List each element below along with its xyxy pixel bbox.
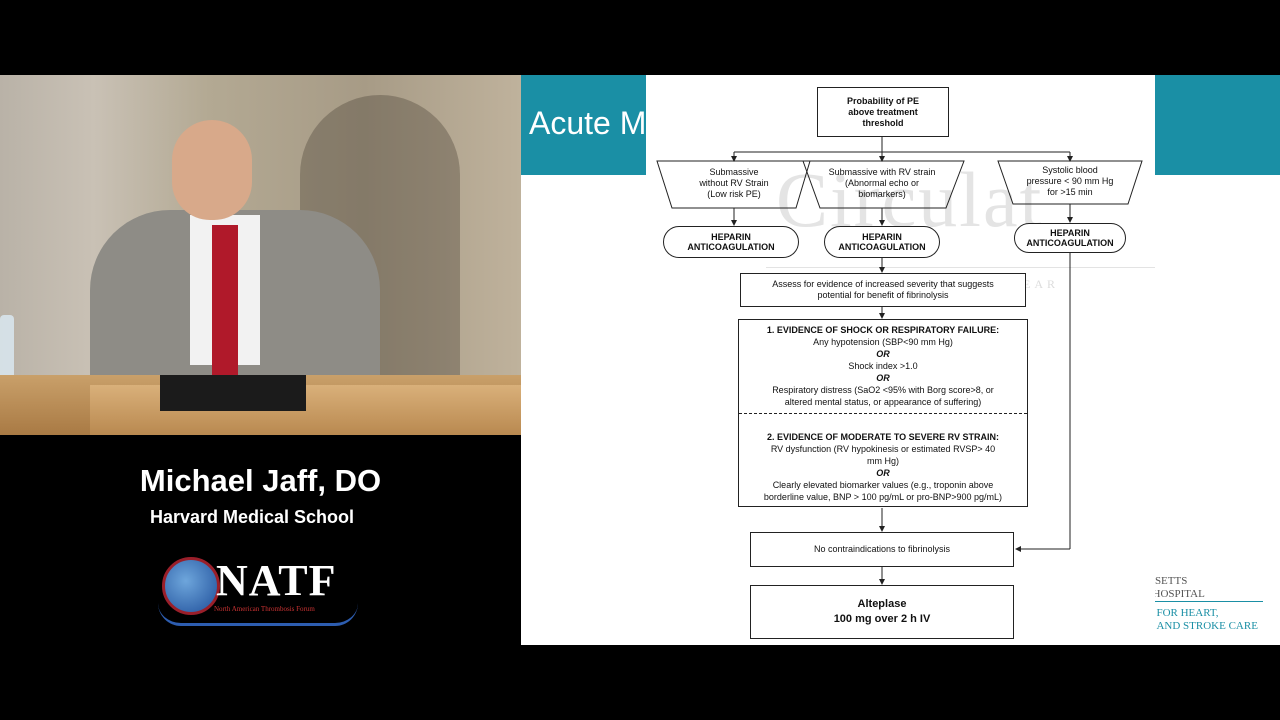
rv-strain-heading: 2. EVIDENCE OF MODERATE TO SEVERE RV STR… <box>766 432 1000 442</box>
shock-or-2: OR <box>876 373 890 383</box>
branch-hypotension: Systolic blood pressure < 90 mm Hg for >… <box>1008 165 1132 198</box>
shock-or-1: OR <box>876 349 890 359</box>
video-frame: Michael Jaff, DO Harvard Medical School … <box>0 75 1280 645</box>
heparin-center-line-2: ANTICOAGULATION <box>838 242 926 252</box>
branch-hypotension-line-1: Systolic blood <box>1042 165 1098 175</box>
branch-hypotension-line-3: for >15 min <box>1047 187 1093 197</box>
speaker-name: Michael Jaff, DO <box>139 463 382 498</box>
flowchart: Circulat RICAN HEAR <box>646 75 1155 645</box>
heparin-box-right: HEPARIN ANTICOAGULATION <box>1014 223 1126 253</box>
lower-third: Michael Jaff, DO Harvard Medical School … <box>0 435 521 645</box>
slide-title: Acute M <box>529 105 647 141</box>
heparin-left-line-2: ANTICOAGULATION <box>687 242 775 252</box>
evidence-section-shock: 1. EVIDENCE OF SHOCK OR RESPIRATORY FAIL… <box>739 324 1027 408</box>
evidence-section-rv-strain: 2. EVIDENCE OF MODERATE TO SEVERE RV STR… <box>739 431 1027 503</box>
probability-box: Probability of PE above treatment thresh… <box>817 87 949 137</box>
logo-swoosh <box>158 603 358 626</box>
logo-subtext: North American Thrombosis Forum <box>214 605 315 613</box>
branch-hypotension-line-2: pressure < 90 mm Hg <box>1026 176 1114 186</box>
rv-strain-line-4: borderline value, BNP > 100 pg/mL or pro… <box>763 492 1003 502</box>
shock-line-3: Respiratory distress (SaO2 <95% with Bor… <box>772 385 994 395</box>
evidence-divider <box>739 413 1027 414</box>
assess-line-1: Assess for evidence of increased severit… <box>772 279 994 289</box>
rv-strain-or-1: OR <box>876 468 890 478</box>
speaker-camera-view <box>0 75 521 435</box>
branch-low-risk-line-1: Submassive <box>709 167 759 177</box>
presentation-slide: Acute M USETTS . HOSPITAL E FOR HEART, R… <box>521 75 1280 645</box>
branch-rv-strain-line-3: biomarkers) <box>858 189 906 199</box>
heparin-right-line-2: ANTICOAGULATION <box>1026 238 1114 248</box>
no-contraindications-text: No contraindications to fibrinolysis <box>813 544 951 554</box>
branch-rv-strain-line-1: Submassive with RV strain <box>828 167 936 177</box>
rv-strain-line-2: mm Hg) <box>867 456 899 466</box>
no-contraindications-box: No contraindications to fibrinolysis <box>750 532 1014 567</box>
shock-line-1: Any hypotension (SBP<90 mm Hg) <box>813 337 953 347</box>
branch-low-risk-line-3: (Low risk PE) <box>707 189 761 199</box>
flowchart-connectors <box>656 136 1143 585</box>
branch-low-risk: Submassive without RV Strain (Low risk P… <box>672 167 796 200</box>
logo-text: NATF <box>216 556 337 605</box>
natf-logo: NATF North American Thrombosis Forum <box>158 553 368 628</box>
laptop <box>160 375 306 411</box>
probability-line-3: threshold <box>862 117 904 128</box>
speaker-affiliation: Harvard Medical School <box>149 507 355 527</box>
rv-strain-line-1: RV dysfunction (RV hypokinesis or estima… <box>770 444 996 454</box>
speaker-tie <box>212 225 238 385</box>
probability-line-2: above treatment <box>848 106 918 117</box>
branch-low-risk-line-2: without RV Strain <box>699 178 769 188</box>
brand-line-2: . HOSPITAL <box>1147 588 1205 600</box>
shock-line-2: Shock index >1.0 <box>848 361 918 371</box>
brand-divider <box>1147 601 1263 602</box>
assess-line-2: potential for benefit of fibrinolysis <box>817 290 949 300</box>
alteplase-box: Alteplase 100 mg over 2 h IV <box>750 585 1014 639</box>
watermark-divider <box>766 267 1155 268</box>
assess-box: Assess for evidence of increased severit… <box>740 273 1026 307</box>
brand-line-1: USETTS <box>1147 575 1188 587</box>
brand-line-4: R AND STROKE CARE <box>1147 620 1258 632</box>
shock-line-4: altered mental status, or appearance of … <box>784 397 982 407</box>
shock-heading: 1. EVIDENCE OF SHOCK OR RESPIRATORY FAIL… <box>766 325 1000 335</box>
probability-line-1: Probability of PE <box>846 95 919 106</box>
branch-rv-strain-line-2: (Abnormal echo or <box>844 178 920 188</box>
water-bottle <box>0 315 14 385</box>
heparin-box-center: HEPARIN ANTICOAGULATION <box>824 226 940 258</box>
heparin-left-line-1: HEPARIN <box>711 232 751 242</box>
heparin-right-line-1: HEPARIN <box>1050 228 1090 238</box>
alteplase-line-1: Alteplase <box>857 598 907 610</box>
brand-line-3: E FOR HEART, <box>1147 607 1219 619</box>
alteplase-line-2: 100 mg over 2 h IV <box>833 613 931 625</box>
evidence-box: 1. EVIDENCE OF SHOCK OR RESPIRATORY FAIL… <box>738 319 1028 507</box>
heparin-center-line-1: HEPARIN <box>862 232 902 242</box>
hospital-brand: USETTS . HOSPITAL E FOR HEART, R AND STR… <box>1147 575 1258 633</box>
speaker-head <box>172 120 252 220</box>
branch-rv-strain: Submassive with RV strain (Abnormal echo… <box>814 167 950 200</box>
rv-strain-line-3: Clearly elevated biomarker values (e.g.,… <box>772 480 994 490</box>
heparin-box-left: HEPARIN ANTICOAGULATION <box>663 226 799 258</box>
